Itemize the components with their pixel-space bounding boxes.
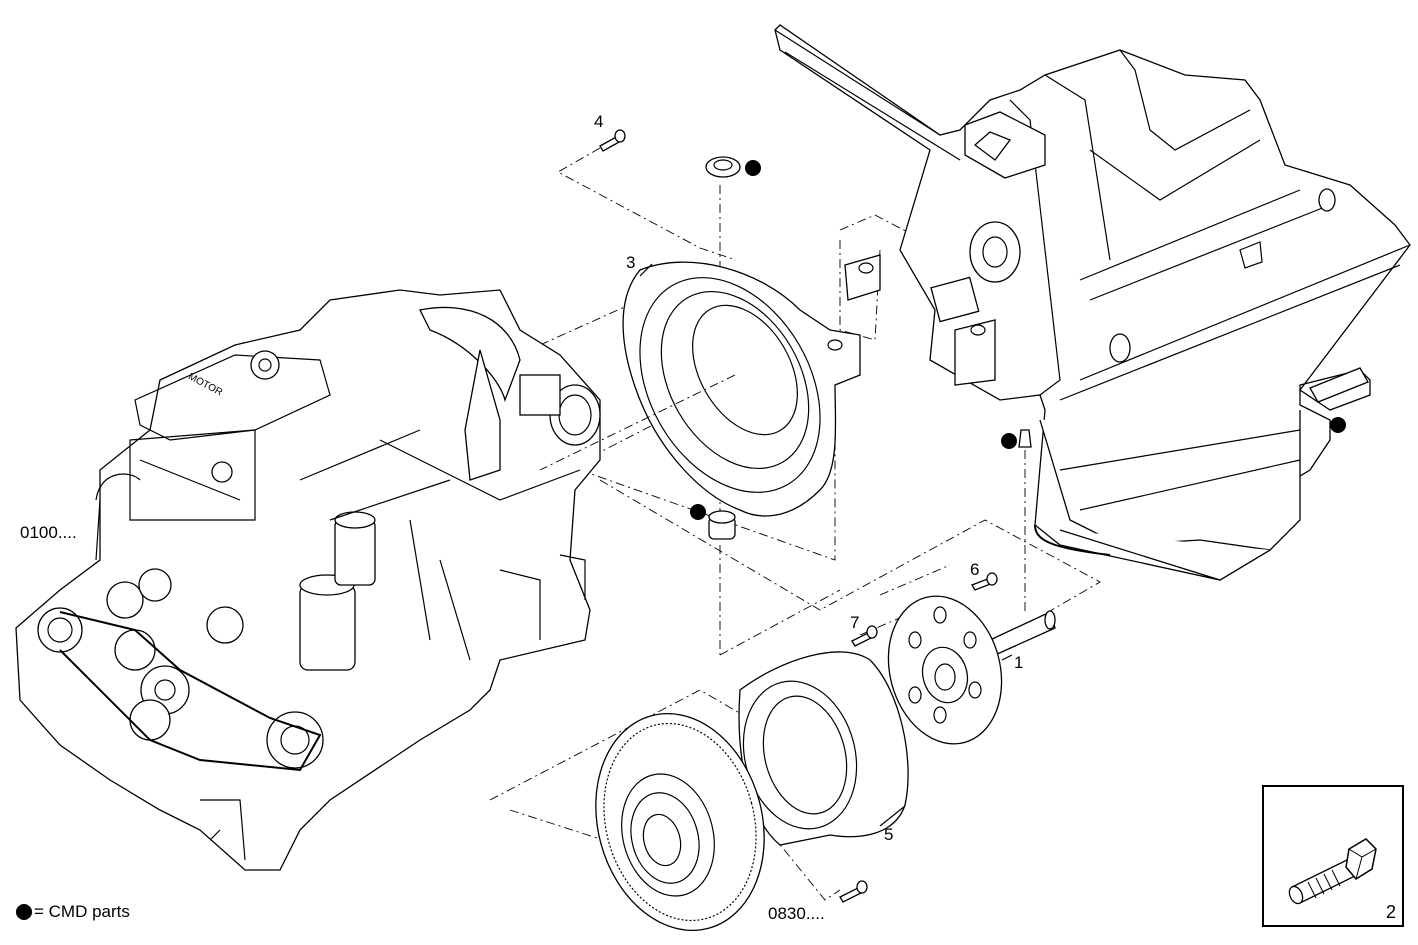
- coupling-plate-drawing: [887, 595, 1056, 745]
- sterndrive-drawing: [774, 24, 1411, 581]
- callout-7[interactable]: 7: [850, 613, 860, 632]
- leader-lines: [639, 263, 1013, 827]
- cmd-dot-icon: [16, 904, 32, 920]
- cmd-marker-grease-nipple: [1001, 433, 1017, 449]
- callout-5[interactable]: 5: [884, 825, 894, 844]
- grease-nipple: [1018, 429, 1032, 448]
- flywheel-reference[interactable]: 0830....: [768, 904, 825, 923]
- inset-bolt-detail: 2: [1262, 785, 1404, 927]
- seal-ring: [705, 156, 741, 178]
- plug: [708, 510, 736, 540]
- cmd-marker-drive: [1330, 417, 1346, 433]
- engine-reference[interactable]: 0100....: [20, 523, 77, 542]
- callout-4[interactable]: 4: [594, 112, 604, 131]
- flywheel-housing-drawing: [539, 261, 861, 517]
- callout-3[interactable]: 3: [626, 253, 636, 272]
- screws: [599, 129, 998, 903]
- cmd-marker-seal: [745, 160, 761, 176]
- legend: = CMD parts: [16, 902, 130, 922]
- legend-text: = CMD parts: [34, 902, 130, 921]
- flywheel-drawing: [595, 712, 765, 932]
- callout-6[interactable]: 6: [970, 560, 980, 579]
- cmd-marker-plug: [690, 504, 706, 520]
- callout-1[interactable]: 1: [1014, 653, 1024, 672]
- hex-bolt-icon: [1288, 838, 1377, 905]
- engine-drawing: MOTOR: [15, 289, 601, 871]
- callout-2[interactable]: 2: [1385, 902, 1396, 922]
